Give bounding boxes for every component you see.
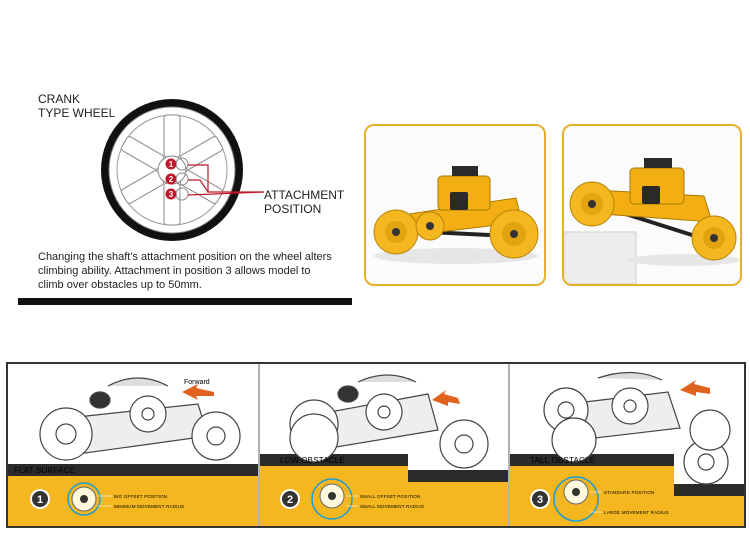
- panel-title-flat: FLAT SURFACE: [14, 466, 75, 475]
- offset-wheel-icon-2: [311, 478, 353, 520]
- terrain-panels-art: 1 2 3 FLAT SURFACE LOW OBSTACLE TALL OBS…: [8, 364, 744, 526]
- panel-title-low: LOW OBSTACLE: [280, 456, 345, 465]
- crank-label-line2: TYPE WHEEL: [38, 106, 116, 120]
- crank-type-wheel-label: CRANK TYPE WHEEL: [38, 92, 128, 120]
- forward-arrow-2: [432, 390, 460, 406]
- step-number-1: 1: [37, 494, 43, 506]
- robot-photo-climbing: [562, 124, 742, 286]
- step-badge-1: [30, 489, 50, 509]
- robot-sketch-flat: [39, 377, 241, 461]
- forward-label: Forward: [184, 379, 210, 386]
- marker-3-label: 3: [169, 190, 174, 199]
- panel-title-tall: TALL OBSTACLE: [530, 456, 595, 465]
- crank-label-line1: CRANK: [38, 92, 81, 106]
- attachment-marker-1: [165, 158, 177, 170]
- attachment-position-label: ATTACHMENT POSITION: [264, 188, 354, 216]
- attach-label-line2: POSITION: [264, 202, 322, 216]
- step-badge-2: [280, 489, 300, 509]
- step-number-3: 3: [537, 494, 543, 506]
- caption-3b: LARGE MOVEMENT RADIUS: [604, 510, 669, 515]
- crank-wheel-diagram: 1 2 3: [101, 99, 265, 241]
- terrain-panels-strip: 1 2 3 FLAT SURFACE LOW OBSTACLE TALL OBS…: [6, 362, 746, 528]
- step-number-2: 2: [287, 494, 293, 506]
- attachment-marker-2: [165, 173, 177, 185]
- caption-2a: SMALL OFFSET POSITION: [360, 494, 420, 499]
- caption-1b: MINIMUM MOVEMENT RADIUS: [114, 504, 184, 509]
- crank-description: Changing the shaft's attachment position…: [38, 251, 332, 291]
- robot-sketch-tall-obstacle: [543, 371, 731, 485]
- caption-3a: STANDARD POSITION: [604, 490, 655, 495]
- robot-photo-flat: [364, 124, 546, 286]
- divider-bar: [18, 298, 352, 305]
- forward-arrow-3: [680, 380, 710, 396]
- caption-1a: BIG OFFSET POSITION: [114, 494, 167, 499]
- robot-sketch-low-obstacle: [289, 374, 489, 469]
- caption-2b: SMALL MOVEMENT RADIUS: [360, 504, 424, 509]
- attachment-marker-3: [165, 188, 177, 200]
- marker-1-label: 1: [169, 160, 174, 169]
- offset-wheel-icon-1: [67, 482, 101, 516]
- step-badge-3: [530, 489, 550, 509]
- marker-2-label: 2: [169, 175, 174, 184]
- forward-arrow-1: [182, 384, 214, 400]
- offset-wheel-icon-3: [553, 476, 599, 522]
- attach-label-line1: ATTACHMENT: [264, 188, 345, 202]
